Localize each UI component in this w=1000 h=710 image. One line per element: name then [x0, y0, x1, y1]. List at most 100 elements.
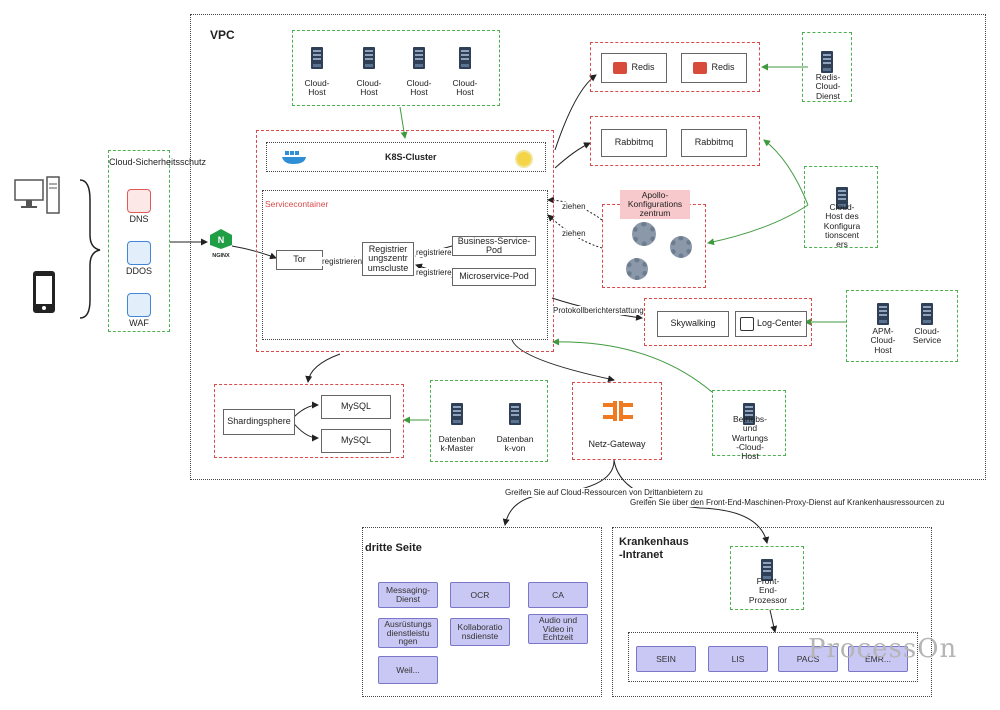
redis-node: Redis: [601, 53, 667, 83]
config-center-host-label: Cloud- Host des Konfigura tionscent ers: [823, 202, 861, 250]
security-protection-box: Cloud-Sicherheitsschutz DNS DDOS WAF: [108, 150, 207, 332]
smartphone-icon: [32, 270, 56, 314]
collaboration-service: Kollaboratio nsdienste: [450, 618, 510, 646]
watermark-logo: ProcessOn: [808, 634, 958, 664]
gear-icon: [670, 236, 692, 258]
log-icon: [739, 317, 754, 331]
log-center-label: Log-Center: [756, 318, 803, 329]
k8s-cluster-bar: K8S-Cluster: [266, 142, 546, 172]
server-icon: [761, 559, 773, 581]
redis-group: Redis Redis: [590, 42, 760, 92]
apm-hosts-group: APM- Cloud- Host Cloud- Service: [846, 290, 958, 362]
server-icon: [836, 187, 848, 209]
apm-cloud-host-label: APM- Cloud- Host: [870, 326, 896, 355]
redis-label: Redis: [711, 62, 735, 73]
vpc-title: VPC: [210, 28, 235, 42]
hospital-systems-box: [628, 632, 918, 682]
server-icon: [877, 303, 889, 325]
server-icon: [363, 47, 375, 69]
gear-icon: [626, 258, 648, 280]
redis-icon: [693, 62, 708, 74]
security-title: Cloud-Sicherheitsschutz: [109, 157, 207, 167]
log-center-node: Log-Center: [735, 311, 807, 337]
microservice-pod: Microservice-Pod: [452, 268, 536, 286]
server-icon: [459, 47, 471, 69]
front-end-processor-label: Front- End- Prozessor: [748, 576, 788, 605]
nginx-label: NGINX: [212, 253, 230, 259]
tor-node: Tor: [276, 250, 323, 270]
pacs-system: PACS: [778, 646, 838, 672]
ops-host-label: Betriebs- und Wartungs -Cloud- Host: [731, 414, 769, 462]
docker-icon: [281, 149, 309, 165]
gateway-label: Netz-Gateway: [588, 439, 646, 449]
business-service-pod: Business-Service- Pod: [452, 236, 536, 256]
front-end-processor-box: Front- End- Prozessor: [730, 546, 804, 610]
log-reporting-label: Protokollberichterstattung: [553, 306, 644, 315]
server-icon: [451, 403, 463, 425]
servicecontainer-box: Servicecontainer: [262, 190, 548, 340]
rabbitmq-node: Rabbitmq: [681, 129, 747, 157]
redis-label: Redis: [631, 62, 655, 73]
pull-label: ziehen: [562, 202, 586, 211]
third-party-access-label: Greifen Sie auf Cloud-Ressourcen von Dri…: [505, 488, 703, 497]
k8s-cluster-boundary: [256, 130, 554, 352]
rabbitmq-label: Rabbitmq: [614, 137, 654, 148]
apollo-title: Apollo- Konfigurations zentrum: [620, 190, 690, 219]
dns-label: DNS: [129, 214, 149, 224]
equipment-service: Ausrüstungs dienstleistu ngen: [378, 618, 438, 648]
ocr-service: OCR: [450, 582, 510, 608]
messaging-service: Messaging- Dienst: [378, 582, 438, 608]
redis-node: Redis: [681, 53, 747, 83]
cloud-host-label: Cloud- Host: [304, 78, 330, 98]
gateway-icon: [599, 397, 637, 425]
rabbitmq-label: Rabbitmq: [694, 137, 734, 148]
ddos-label: DDOS: [125, 266, 152, 276]
register-label: registrieren: [416, 248, 457, 257]
third-party-title: dritte Seite: [365, 542, 422, 554]
hospital-intranet-box: Krankenhaus -Intranet: [612, 527, 932, 697]
vpc-boundary: [190, 14, 986, 480]
ops-host-box: Betriebs- und Wartungs -Cloud- Host: [712, 390, 786, 461]
dns-icon: [127, 189, 151, 213]
k8s-gear-icon: [515, 150, 533, 168]
gear-icon: [632, 222, 656, 246]
shardingsphere-node: Shardingsphere: [223, 409, 295, 435]
hospital-access-label: Greifen Sie über den Front-End-Maschinen…: [630, 498, 945, 507]
mysql-node: MySQL: [321, 429, 391, 453]
cloud-hosts-group: Cloud- Host Cloud- Host Cloud- Host Clou…: [292, 30, 500, 106]
redis-cloud-service-box: Redis- Cloud- Dienst: [802, 32, 852, 102]
database-hosts-group: Datenban k-Master Datenban k-von: [430, 380, 548, 462]
lis-system: LIS: [708, 646, 768, 672]
nginx-icon: N NGINX: [208, 228, 234, 259]
ca-service: CA: [528, 582, 588, 608]
cloud-host-label: Cloud- Host: [452, 78, 478, 98]
mysql-node: MySQL: [321, 395, 391, 419]
cloud-service-label: Cloud- Service: [912, 326, 942, 346]
k8s-cluster-label: K8S-Cluster: [385, 152, 437, 162]
pull-label: ziehen: [562, 229, 586, 238]
server-icon: [413, 47, 425, 69]
db-master-label: Datenban k-Master: [438, 434, 476, 454]
emr-system: EMR...: [848, 646, 908, 672]
svg-text:N: N: [218, 235, 225, 245]
server-icon: [921, 303, 933, 325]
register-label: registrieren: [322, 257, 363, 266]
redis-cloud-service-label: Redis- Cloud- Dienst: [815, 72, 841, 101]
network-gateway-box: Netz-Gateway: [572, 382, 662, 460]
db-slave-label: Datenban k-von: [496, 434, 534, 454]
server-icon: [509, 403, 521, 425]
desktop-computer-icon: [14, 176, 60, 216]
hospital-title: Krankenhaus -Intranet: [619, 536, 689, 561]
his-system: SEIN: [636, 646, 696, 672]
registry-node: Registrier ungszentr umscluste: [362, 242, 414, 276]
waf-icon: [127, 293, 151, 317]
rabbitmq-group: Rabbitmq Rabbitmq: [590, 116, 760, 166]
monitoring-group: Skywalking Log-Center: [644, 298, 812, 346]
mysql-label: MySQL: [340, 435, 371, 446]
rabbitmq-node: Rabbitmq: [601, 129, 667, 157]
waf-label: WAF: [129, 318, 149, 328]
cloud-host-label: Cloud- Host: [406, 78, 432, 98]
server-icon: [743, 403, 755, 425]
server-icon: [311, 47, 323, 69]
servicecontainer-title: Servicecontainer: [265, 199, 329, 209]
